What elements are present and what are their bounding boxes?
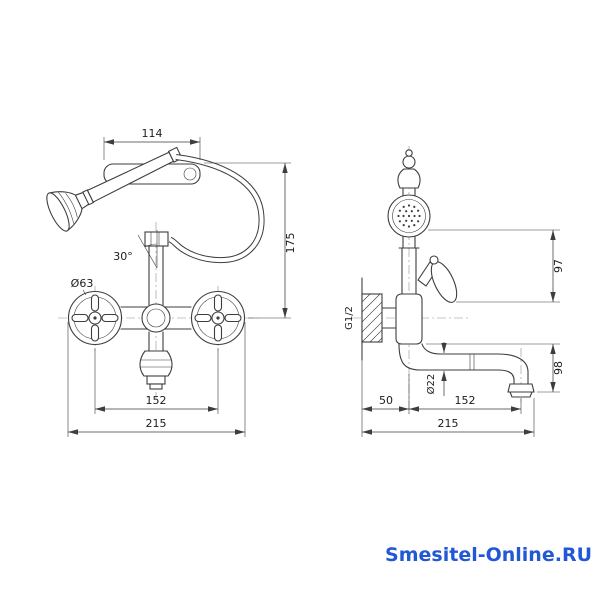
side-spout bbox=[398, 343, 535, 398]
holder-finial bbox=[397, 149, 421, 189]
angle-annotation bbox=[137, 230, 158, 269]
front-spout bbox=[139, 331, 173, 390]
hand-shower bbox=[46, 146, 183, 232]
front-height-dim: 175 bbox=[284, 233, 297, 254]
side-body bbox=[395, 293, 423, 345]
front-dimensions: 114 175 30° Ø63 152 215 bbox=[67, 127, 297, 437]
diverter-hub bbox=[141, 303, 171, 333]
side-shower-head bbox=[387, 187, 431, 238]
side-upper-height-dim: 97 bbox=[552, 259, 565, 273]
front-overall-width-dim: 215 bbox=[146, 417, 167, 430]
shower-hose bbox=[168, 154, 265, 264]
front-bracket-width-dim: 114 bbox=[142, 127, 163, 140]
side-spout-reach-dim: 152 bbox=[455, 394, 476, 407]
front-view-drawing: 114 175 30° Ø63 152 215 bbox=[46, 127, 297, 437]
front-handle-spacing-dim: 152 bbox=[146, 394, 167, 407]
side-thread-dim: G1/2 bbox=[344, 306, 355, 330]
cross-handle-right bbox=[194, 294, 242, 342]
side-riser bbox=[398, 236, 420, 295]
side-dimensions: G1/2 97 98 Ø22 50 152 215 bbox=[344, 229, 565, 437]
front-escutcheon-diameter-dim: Ø63 bbox=[71, 277, 94, 290]
side-spout-diameter-dim: Ø22 bbox=[425, 374, 437, 395]
wall-flange bbox=[361, 277, 397, 361]
side-overall-depth-dim: 215 bbox=[438, 417, 459, 430]
side-handle bbox=[417, 255, 458, 303]
side-wall-offset-dim: 50 bbox=[379, 394, 393, 407]
side-lower-height-dim: 98 bbox=[552, 361, 565, 375]
riser-column bbox=[144, 231, 169, 306]
side-view-drawing: G1/2 97 98 Ø22 50 152 215 bbox=[344, 146, 565, 437]
cross-handle-left bbox=[71, 294, 119, 342]
front-shower-angle-dim: 30° bbox=[113, 250, 133, 263]
site-watermark: Smesitel-Online.RU bbox=[385, 544, 592, 566]
